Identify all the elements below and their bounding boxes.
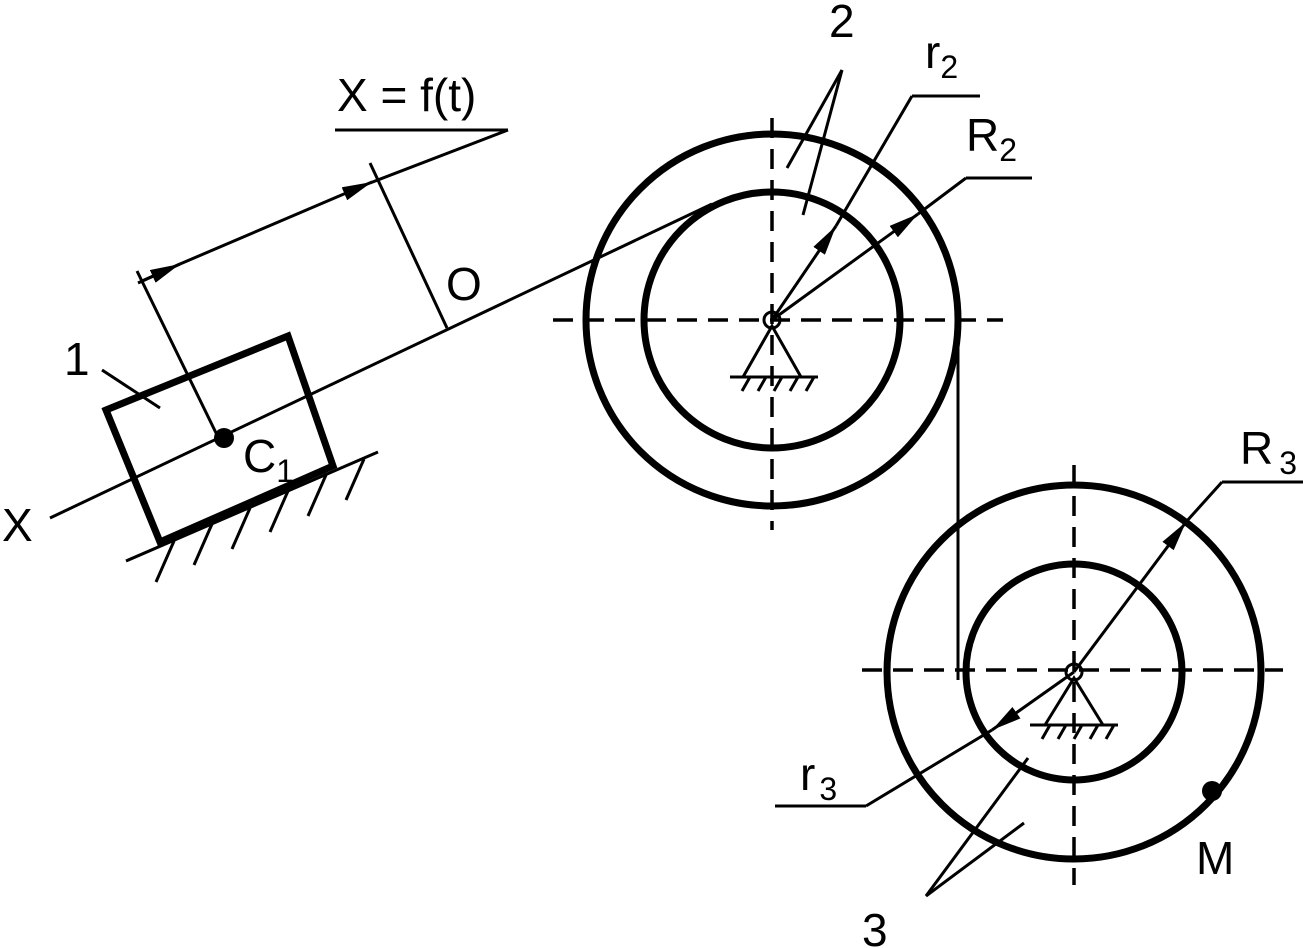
origin-label: O bbox=[446, 258, 482, 310]
point-m-label: M bbox=[1196, 832, 1234, 884]
point-m bbox=[1202, 781, 1222, 801]
r3-main: r bbox=[800, 748, 815, 800]
R2-main: R bbox=[966, 109, 999, 161]
axis-x-label: X bbox=[2, 499, 33, 551]
block-1 bbox=[101, 331, 338, 547]
R3-sub: 3 bbox=[1279, 445, 1297, 481]
body-2-label: 2 bbox=[829, 0, 855, 47]
body-2-leader bbox=[785, 69, 844, 216]
R2-label: R2 bbox=[966, 109, 1017, 168]
incline-ground bbox=[125, 450, 379, 583]
support-wheel-2 bbox=[730, 322, 818, 392]
center-of-mass-c1 bbox=[214, 428, 234, 448]
c1-sub: 1 bbox=[276, 453, 294, 489]
displacement-dimension bbox=[135, 128, 509, 438]
R3-main: R bbox=[1240, 422, 1273, 474]
r3-sub: 3 bbox=[819, 771, 837, 807]
c1-main: C bbox=[243, 430, 276, 482]
x-axis-line bbox=[49, 202, 713, 520]
body-3-label: 3 bbox=[862, 904, 888, 948]
r2-label: r2 bbox=[925, 26, 958, 85]
support-wheel-3 bbox=[1030, 675, 1118, 740]
wheel-3 bbox=[775, 465, 1303, 885]
R2-sub: 2 bbox=[999, 132, 1017, 168]
block-1-leader bbox=[101, 368, 161, 410]
body-1-label: 1 bbox=[64, 333, 90, 385]
r2-main: r bbox=[925, 26, 940, 78]
body-3-leader bbox=[924, 757, 1030, 898]
c1-label: C1 bbox=[243, 430, 294, 489]
r2-sub: 2 bbox=[940, 49, 958, 85]
motion-law-label: X = f(t) bbox=[337, 69, 476, 121]
